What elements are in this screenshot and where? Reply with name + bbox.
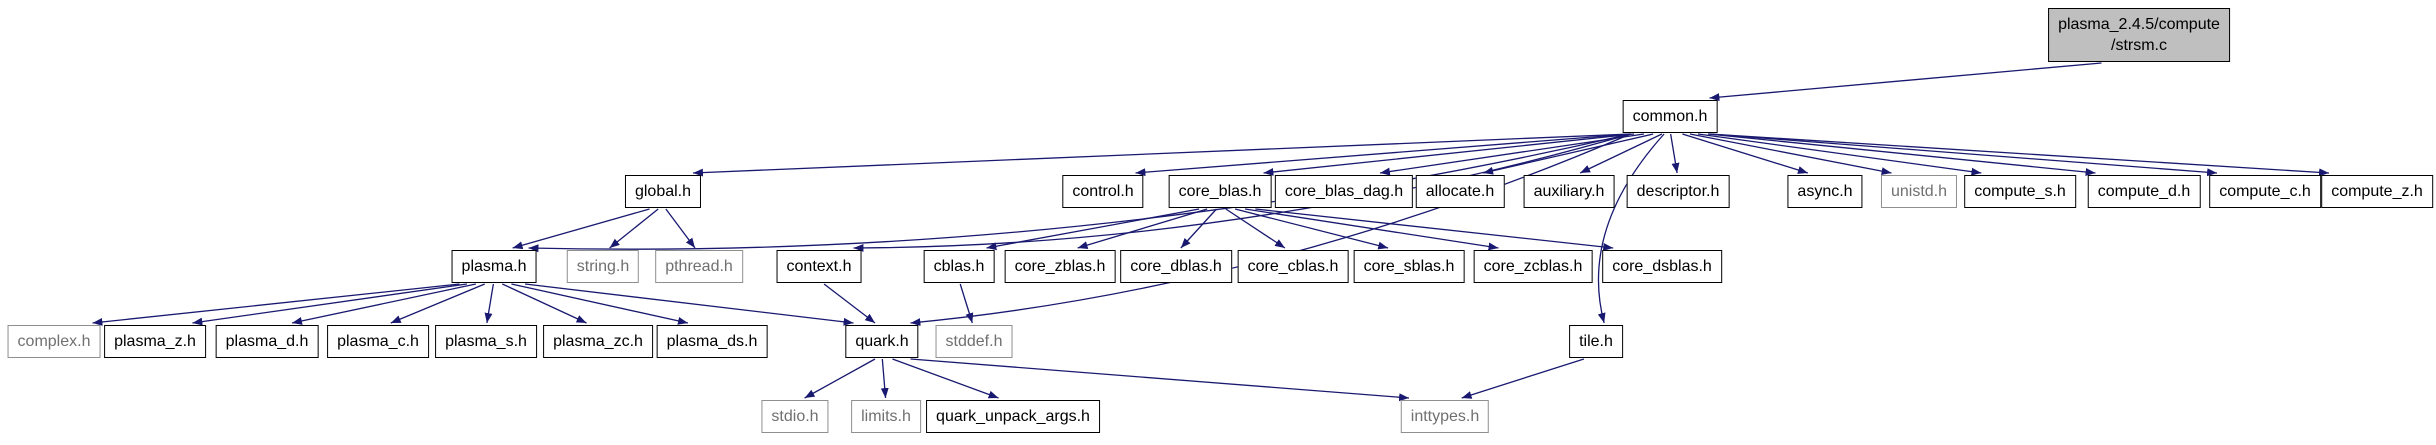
edge-quark-h-to-stdio-h <box>804 358 876 399</box>
edge-core-blas-h-to-core-zcblas-h <box>1244 208 1499 251</box>
node-complex-h: complex.h <box>7 325 101 358</box>
edge-common-h-to-allocate-h <box>1483 133 1654 175</box>
edge-core-blas-h-to-core-cblas-h <box>1225 208 1286 249</box>
node-descriptor-h[interactable]: descriptor.h <box>1626 175 1730 208</box>
node-plasma-c-h[interactable]: plasma_c.h <box>327 325 429 358</box>
node-plasma-s-h[interactable]: plasma_s.h <box>435 325 537 358</box>
edge-common-h-to-compute-c-h <box>1709 133 2218 177</box>
edge-core-blas-h-to-core-dsblas-h <box>1255 208 1614 251</box>
node-compute-s-h[interactable]: compute_s.h <box>1964 175 2076 208</box>
node-allocate-h[interactable]: allocate.h <box>1415 175 1505 208</box>
node-core-dsblas-h[interactable]: core_dsblas.h <box>1602 250 1722 283</box>
node-auxiliary-h[interactable]: auxiliary.h <box>1523 175 1615 208</box>
edge-plasma-h-to-plasma-c-h <box>390 283 485 324</box>
node-plasma-z-h[interactable]: plasma_z.h <box>104 325 206 358</box>
node-compute-z-h[interactable]: compute_z.h <box>2321 175 2433 208</box>
edge-common-h-to-descriptor-h <box>1669 133 1680 174</box>
node-tile-h[interactable]: tile.h <box>1569 325 1623 358</box>
edge-cblas-h-to-stddef-h <box>959 283 974 324</box>
edge-core-blas-h-to-core-dblas-h <box>1180 208 1217 249</box>
edge-plasma-h-to-complex-h <box>92 283 460 326</box>
edge-plasma-h-to-plasma-z-h <box>192 283 467 326</box>
edge-common-h-to-auxiliary-h <box>1579 133 1663 174</box>
edge-core-blas-h-to-core-zblas-h <box>1077 208 1208 249</box>
node-pthread-h: pthread.h <box>655 250 743 283</box>
edge-quark-h-to-inttypes-h <box>910 358 1410 402</box>
node-core-sblas-h[interactable]: core_sblas.h <box>1353 250 1465 283</box>
node-plasma-zc-h[interactable]: plasma_zc.h <box>543 325 653 358</box>
edge-global-h-to-string-h <box>609 208 659 249</box>
edge-core-blas-h-to-core-sblas-h <box>1234 208 1389 250</box>
edge-core-blas-h-to-cblas-h <box>986 208 1200 251</box>
node-control-h[interactable]: control.h <box>1062 175 1144 208</box>
node-limits-h: limits.h <box>851 400 921 433</box>
edge-common-h-to-control-h <box>1135 133 1631 177</box>
node-inttypes-h: inttypes.h <box>1400 400 1490 433</box>
node-compute-d-h[interactable]: compute_d.h <box>2087 175 2201 208</box>
node-core-blas-dag-h[interactable]: core_blas_dag.h <box>1274 175 1414 208</box>
edge-common-h-to-tile-h <box>1597 133 1665 324</box>
node-core-zcblas-h[interactable]: core_zcblas.h <box>1473 250 1593 283</box>
node-string-h: string.h <box>566 250 640 283</box>
edge-common-h-to-plasma-h <box>528 133 1631 253</box>
node-global-h[interactable]: global.h <box>624 175 702 208</box>
node-plasma-d-h[interactable]: plasma_d.h <box>215 325 319 358</box>
edge-common-h-to-compute-s-h <box>1697 133 1982 176</box>
edge-quark-h-to-limits-h <box>880 358 889 399</box>
node-stdio-h: stdio.h <box>761 400 829 433</box>
edge-context-h-to-quark-h <box>823 283 876 324</box>
edge-tile-h-to-inttypes-h <box>1461 358 1585 399</box>
edge-strsm-c-to-common-h <box>1709 62 2102 102</box>
node-core-cblas-h[interactable]: core_cblas.h <box>1237 250 1349 283</box>
node-async-h[interactable]: async.h <box>1787 175 1863 208</box>
edge-quark-h-to-quark-unpack-args-h <box>892 358 999 399</box>
node-context-h[interactable]: context.h <box>776 250 862 283</box>
edge-plasma-h-to-plasma-d-h <box>291 283 476 325</box>
edge-common-h-to-compute-z-h <box>1709 133 2330 177</box>
node-common-h[interactable]: common.h <box>1622 100 1718 133</box>
edge-global-h-to-pthread-h <box>665 208 696 249</box>
node-stddef-h: stddef.h <box>935 325 1013 358</box>
node-core-dblas-h[interactable]: core_dblas.h <box>1120 250 1232 283</box>
edge-plasma-h-to-plasma-zc-h <box>502 283 587 324</box>
node-compute-c-h[interactable]: compute_c.h <box>2209 175 2321 208</box>
edge-plasma-h-to-quark-h <box>524 283 854 326</box>
edge-plasma-h-to-plasma-s-h <box>484 283 495 324</box>
edge-global-h-to-plasma-h <box>512 208 650 250</box>
node-cblas-h[interactable]: cblas.h <box>923 250 995 283</box>
edge-common-h-to-async-h <box>1682 133 1809 174</box>
edge-common-h-to-context-h <box>853 133 1631 252</box>
node-quark-h[interactable]: quark.h <box>845 325 919 358</box>
edge-common-h-to-core-blas-h <box>1263 133 1635 176</box>
node-core-blas-h[interactable]: core_blas.h <box>1168 175 1272 208</box>
node-quark-unpack-args-h[interactable]: quark_unpack_args.h <box>926 400 1100 433</box>
node-strsm-c: plasma_2.4.5/compute /strsm.c <box>2048 8 2230 62</box>
node-plasma-ds-h[interactable]: plasma_ds.h <box>656 325 768 358</box>
node-plasma-h[interactable]: plasma.h <box>451 250 537 283</box>
edge-common-h-to-compute-d-h <box>1707 133 2096 176</box>
edge-common-h-to-global-h <box>692 133 1631 177</box>
edge-plasma-h-to-plasma-ds-h <box>511 283 689 325</box>
edge-common-h-to-unistd-h <box>1689 133 1892 176</box>
node-unistd-h: unistd.h <box>1880 175 1958 208</box>
node-core-zblas-h[interactable]: core_zblas.h <box>1004 250 1116 283</box>
